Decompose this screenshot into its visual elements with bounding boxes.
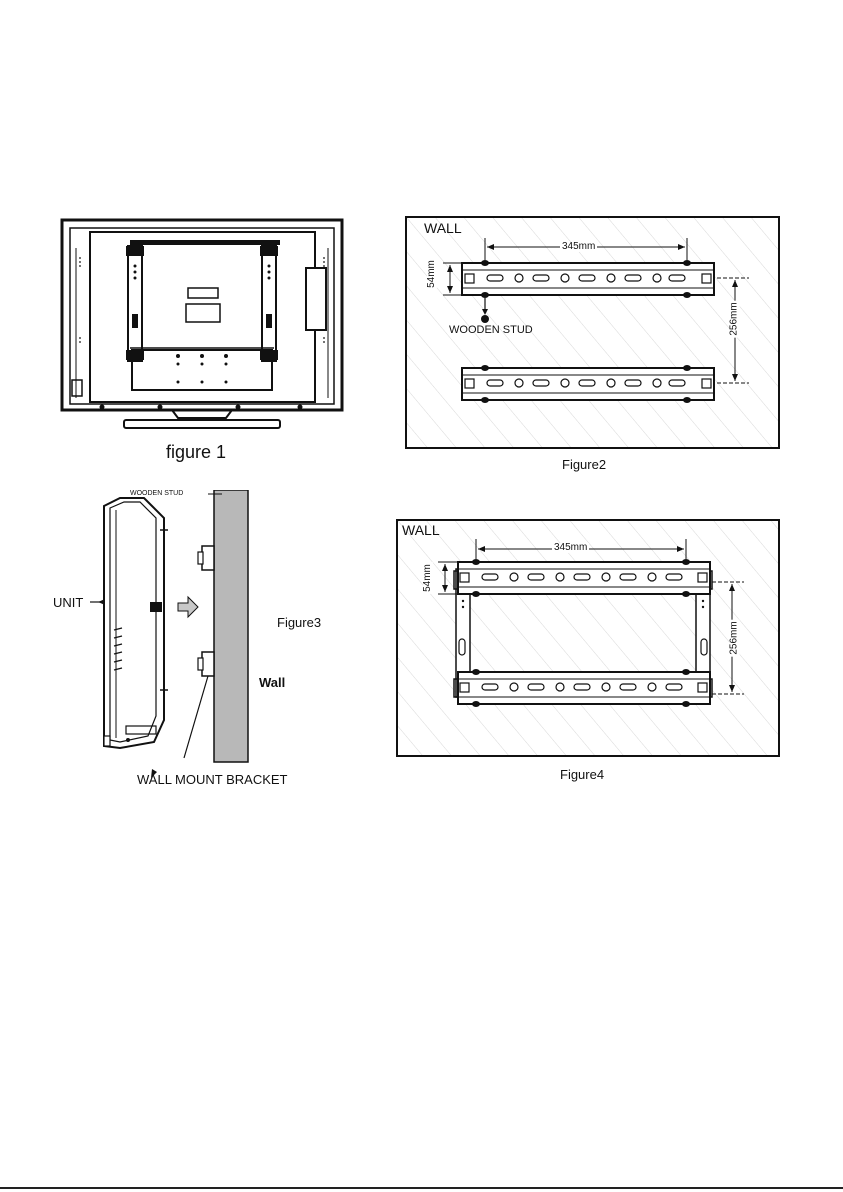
figure1-caption: figure 1 [166, 443, 226, 461]
figure3-caption: Figure3 [277, 616, 321, 629]
figure4-drawing [396, 519, 780, 757]
figure3-unit-label: UNIT [53, 596, 83, 609]
figure4-height-dim: 54mm [423, 562, 433, 594]
figure4-wall-label: WALL [402, 523, 440, 537]
figure2-lower-bracket [462, 365, 714, 403]
figure4-spacing-dim: 256mm [730, 619, 740, 656]
figure4-upper-bracket [458, 559, 710, 597]
right-mount-rail [262, 246, 276, 361]
figure2-wall-label: WALL [424, 221, 462, 235]
figure1-tv-rear-drawing [60, 218, 350, 438]
figure2-height-dim: 54mm [427, 258, 437, 290]
figure4-wall-frame [397, 520, 779, 756]
figure2-width-dim: 345mm [560, 242, 597, 252]
figure3-arrows [60, 590, 260, 790]
figure4-width-dim: 345mm [552, 543, 589, 553]
figure3-upper-bracket [202, 546, 214, 570]
figure2-spacing-dim: 256mm [730, 300, 740, 337]
figure2-stud-label: WOODEN STUD [449, 325, 533, 336]
figure2-caption: Figure2 [562, 458, 606, 471]
figure2-upper-bracket [462, 260, 714, 298]
tv-connector-panel [306, 268, 326, 330]
figure3-wall-label: Wall [259, 676, 285, 689]
page-bottom-rule [0, 1187, 843, 1189]
figure4-caption: Figure4 [560, 768, 604, 781]
left-mount-rail [128, 246, 142, 361]
figure3-bracket-label: WALL MOUNT BRACKET [137, 773, 287, 786]
figure4-lower-bracket [458, 669, 710, 707]
figure3-stud-label: WOODEN STUD [130, 490, 183, 497]
